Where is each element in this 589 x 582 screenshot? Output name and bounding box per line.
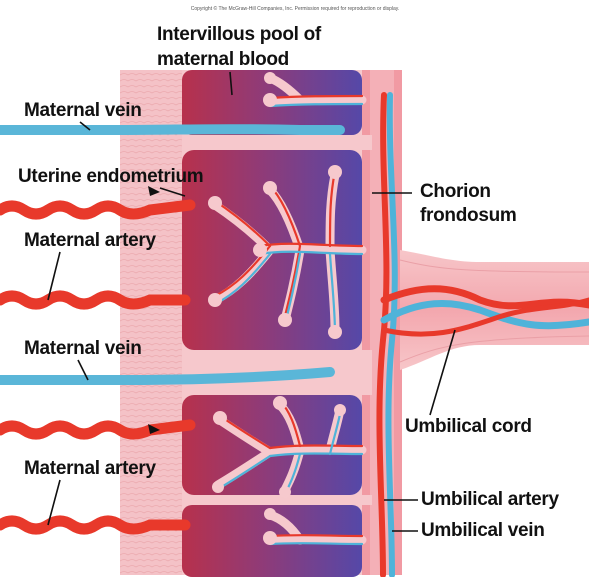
label-chorion-line1: Chorion [420, 181, 491, 202]
copyright-notice: Copyright © The McGraw-Hill Companies, I… [130, 6, 460, 12]
label-uterine-endometrium: Uterine endometrium [18, 166, 203, 187]
label-maternal-artery-bottom: Maternal artery [24, 458, 156, 479]
label-umbilical-cord: Umbilical cord [405, 416, 532, 437]
label-chorion-line2: frondosum [420, 205, 517, 226]
label-maternal-vein-middle: Maternal vein [24, 338, 142, 359]
label-intervillous-pool-line2: maternal blood [157, 49, 289, 70]
label-umbilical-artery: Umbilical artery [421, 489, 559, 510]
label-maternal-vein-top: Maternal vein [24, 100, 142, 121]
label-intervillous-pool-line1: Intervillous pool of [157, 24, 321, 45]
label-umbilical-vein: Umbilical vein [421, 520, 545, 541]
label-maternal-artery-top: Maternal artery [24, 230, 156, 251]
